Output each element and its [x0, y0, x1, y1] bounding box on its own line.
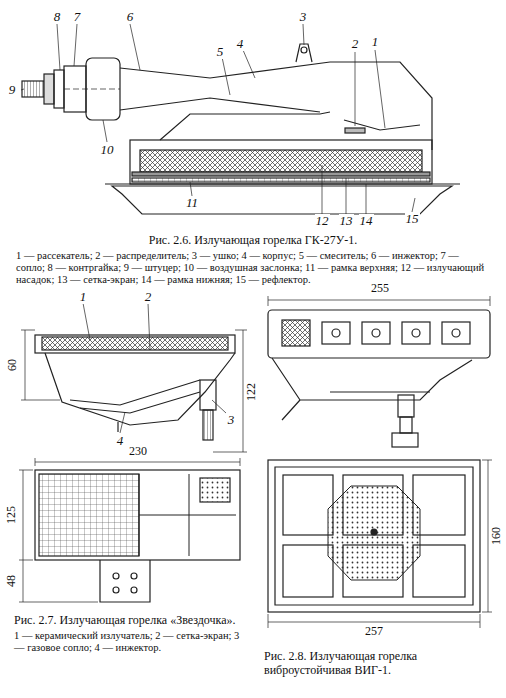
dimension-label: 125 — [5, 505, 19, 525]
caption-legend: 1 — керамический излучатель; 2 — сетка-э… — [14, 630, 250, 654]
callout-number: 15 — [405, 212, 420, 227]
figure-caption: Рис. 2.7. Излучающая горелка «Звездочка»… — [14, 614, 250, 628]
callout-number: 4 — [236, 37, 245, 52]
callout-number: 13 — [339, 214, 354, 229]
dimension-label: 48 — [5, 574, 19, 588]
callout-number: 11 — [185, 196, 199, 211]
callout-number: 3 — [227, 413, 236, 428]
burner-vig1 — [268, 296, 492, 628]
callout-number: 3 — [299, 10, 308, 25]
callout-number: 2 — [351, 37, 360, 52]
burner-gk27u1 — [22, 44, 460, 214]
callout-number: 1 — [79, 290, 88, 305]
figure-caption: Рис. 2.6. Излучающая горелка ГК-27У-1. — [149, 234, 358, 248]
callout-number: 10 — [100, 143, 115, 158]
callout-number: 8 — [53, 10, 62, 25]
callout-number: 14 — [359, 214, 374, 229]
burner-zvezdochka — [19, 303, 247, 602]
dimension-label: 160 — [490, 526, 504, 546]
callout-number: 9 — [8, 83, 17, 98]
callout-number: 2 — [144, 290, 153, 305]
callout-number: 1 — [371, 35, 380, 50]
callout-number: 5 — [216, 45, 225, 60]
callout-number: 4 — [116, 434, 125, 449]
callout-number: 12 — [315, 214, 330, 229]
dimension-label: 230 — [128, 445, 148, 459]
dimension-label: 255 — [370, 282, 390, 296]
figure-caption: Рис. 2.8. Излучающая горелка виброустойч… — [264, 650, 500, 678]
dimension-label: 122 — [245, 382, 259, 402]
caption-legend: 1 — рассекатель; 2 — распределитель; 3 —… — [16, 250, 490, 286]
callout-number: 6 — [126, 10, 135, 25]
callout-number: 7 — [73, 10, 82, 25]
leader-lines — [21, 24, 415, 214]
dimension-label: 60 — [6, 358, 20, 372]
dimension-label: 257 — [364, 625, 384, 639]
